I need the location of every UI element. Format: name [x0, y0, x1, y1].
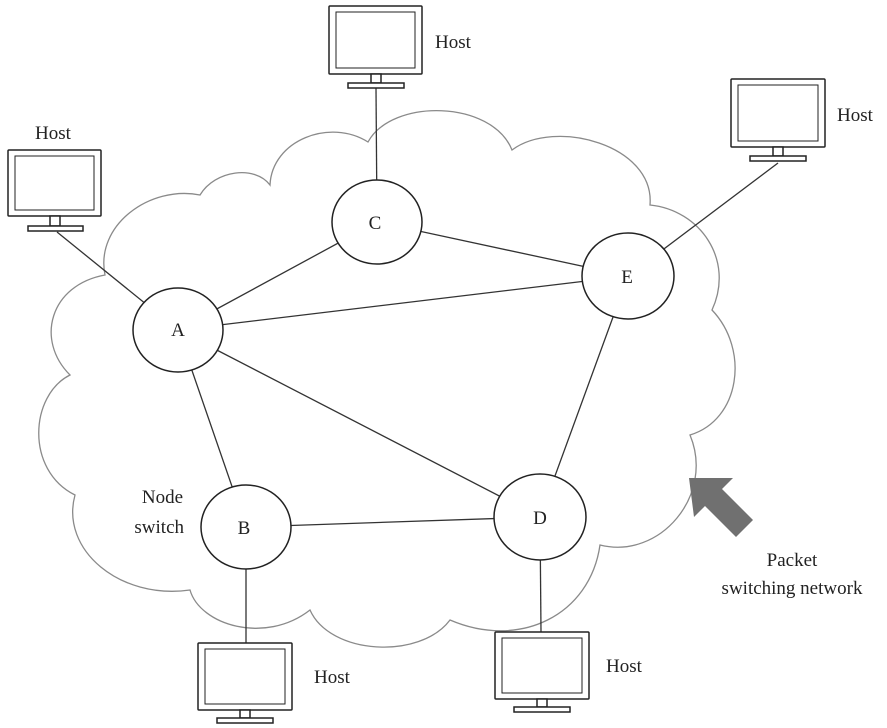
host-d-label: Host — [606, 656, 643, 677]
node-switch-label-line2: switch — [134, 517, 184, 538]
node-b-label: B — [238, 518, 251, 539]
host-a-label: Host — [35, 123, 72, 144]
host-b-computer-icon — [197, 642, 293, 724]
node-a-label: A — [171, 320, 185, 341]
network-label-line2: switching network — [722, 578, 863, 599]
node-b: B — [200, 484, 292, 570]
network-label-line1: Packet — [767, 550, 818, 571]
host-e-label: Host — [837, 105, 874, 126]
link-b-d — [245, 516, 541, 528]
node-c: C — [331, 179, 423, 265]
node-a: A — [132, 287, 224, 373]
node-c-label: C — [369, 213, 382, 234]
host-a-computer-icon — [7, 149, 102, 232]
link-a-e — [177, 275, 629, 331]
host-b-label: Host — [314, 667, 351, 688]
arrow-up-left-icon — [689, 478, 753, 537]
host-c-label: Host — [435, 32, 472, 53]
host-c-computer-icon — [328, 5, 423, 89]
host-e-computer-icon — [730, 78, 826, 162]
node-e-label: E — [621, 267, 633, 288]
link-a-d — [177, 329, 541, 518]
host-d-computer-icon — [494, 631, 590, 713]
node-switch-label-line1: Node — [142, 487, 183, 508]
node-d: D — [493, 473, 587, 561]
node-e: E — [581, 232, 675, 320]
node-d-label: D — [533, 508, 547, 529]
